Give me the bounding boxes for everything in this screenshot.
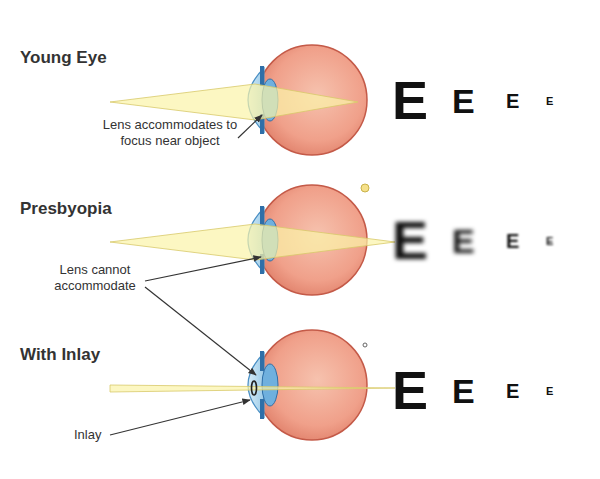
eye-chart-letter: E (506, 231, 519, 251)
callout-text: Inlay (74, 427, 101, 443)
leader-line (145, 257, 261, 281)
pinhole-dot (363, 343, 367, 347)
row-heading: With Inlay (20, 344, 100, 365)
lens (262, 364, 278, 406)
light-beam (110, 224, 395, 260)
eye-chart-letter: E (506, 381, 519, 401)
row-heading: Presbyopia (20, 198, 112, 219)
row-heading: Young Eye (20, 47, 107, 68)
eye-globe (257, 330, 367, 440)
eye-chart-letter: E (392, 363, 428, 417)
eyeball (248, 330, 367, 440)
eye-chart-letter: E (392, 73, 428, 127)
leader-line (238, 115, 262, 138)
eye-chart-letter: E (546, 386, 553, 397)
eye-chart-letter: E (546, 236, 553, 247)
callout-text: Lens accommodates to focus near object (95, 117, 245, 150)
eye-chart-letter: E (452, 84, 475, 118)
corneal-inlay (252, 381, 257, 395)
callout-text: Lens cannot accommodate (40, 262, 150, 295)
eye-chart-letter: E (452, 374, 475, 408)
leader-line (110, 400, 250, 435)
eye-chart-letter: E (392, 213, 428, 267)
eye-chart-letter: E (546, 96, 553, 107)
eye-chart-letter: E (506, 91, 519, 111)
leader-line (145, 287, 256, 375)
light-dot (361, 184, 369, 192)
light-beam (110, 84, 358, 120)
eye-chart-letter: E (452, 224, 475, 258)
